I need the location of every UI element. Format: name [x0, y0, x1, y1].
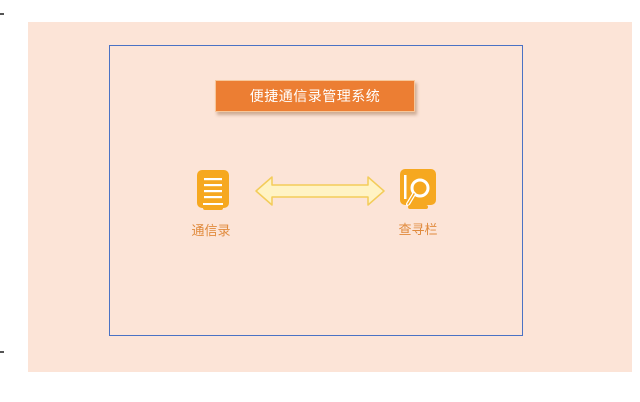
address-book-icon: [197, 170, 229, 210]
right-node-label: 查寻栏: [398, 223, 438, 238]
search-document-icon: [400, 169, 436, 209]
diagram-frame: [109, 45, 523, 336]
edge-tick-top: [0, 13, 4, 15]
system-title: 便捷通信录管理系统: [249, 89, 381, 105]
left-node-label: 通信录: [191, 224, 231, 239]
edge-tick-bottom: [0, 351, 4, 353]
double-arrow-connector: [255, 176, 385, 206]
system-title-box: 便捷通信录管理系统: [215, 80, 415, 112]
